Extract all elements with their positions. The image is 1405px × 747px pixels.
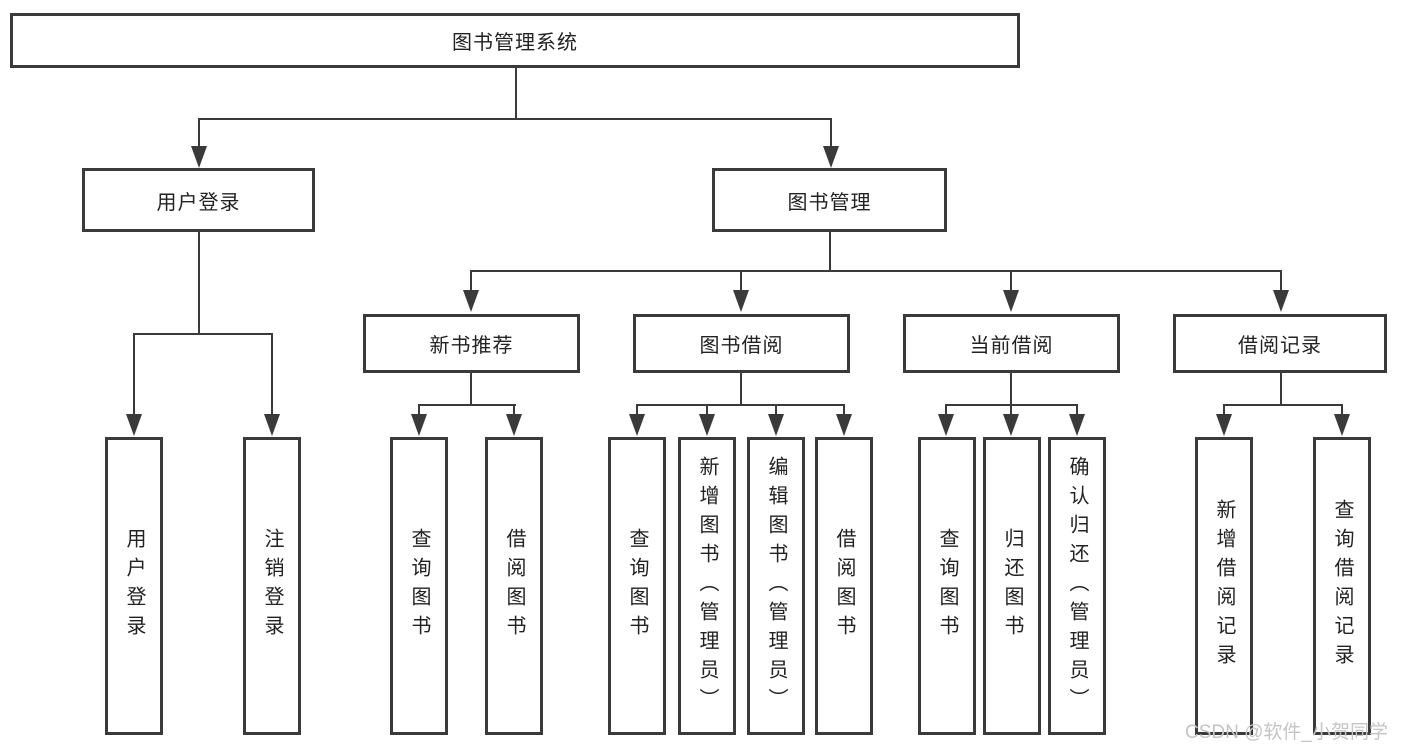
connector-line [470,373,472,406]
arrowhead-icon [938,414,954,436]
node-book-management: 图书管理 [712,168,947,232]
connector-line [636,404,638,416]
arrowhead-icon [1273,290,1289,312]
connector-line [1223,404,1343,406]
connector-line [418,404,516,406]
connector-line [1341,404,1343,416]
connector-line [1010,404,1012,416]
connector-line [515,68,517,120]
leaf-logout-label: 注销登录 [261,528,283,644]
connector-line [829,232,831,272]
arrowhead-icon [823,146,839,168]
leaf-edit-books-admin: 编辑图书（管理员） [747,437,805,735]
leaf-query-books-2: 查询图书 [608,437,666,735]
leaf-borrow-books-1: 借阅图书 [485,437,543,735]
leaf-borrow-books-2-label: 借阅图书 [833,528,855,644]
connector-line [740,373,742,406]
leaf-borrow-books-1-label: 借阅图书 [503,528,525,644]
node-book-borrow-label: 图书借阅 [699,335,784,357]
leaf-add-borrow-record-label: 新增借阅记录 [1213,499,1235,673]
connector-line [198,232,200,335]
connector-line [1280,270,1282,292]
leaf-query-books-3-label: 查询图书 [936,528,958,644]
connector-line [271,333,273,415]
node-borrow-record-label: 借阅记录 [1238,335,1322,357]
connector-line [198,118,200,148]
leaf-add-books-admin-label: 新增图书（管理员） [696,455,718,717]
node-new-book-recommend-label: 新书推荐 [429,335,514,357]
node-book-management-label: 图书管理 [787,191,872,214]
node-current-borrow-label: 当前借阅 [969,335,1054,357]
arrowhead-icon [411,414,427,436]
arrowhead-icon [768,414,784,436]
arrowhead-icon [629,414,645,436]
arrowhead-icon [463,290,479,312]
arrowhead-icon [264,414,280,436]
connector-line [636,404,845,406]
leaf-edit-books-admin-label: 编辑图书（管理员） [765,455,787,717]
leaf-confirm-return-admin-label: 确认归还（管理员） [1066,455,1088,717]
leaf-query-books-2-label: 查询图书 [626,528,648,644]
arrowhead-icon [1334,414,1350,436]
leaf-return-books: 归还图书 [983,437,1041,735]
connector-line [133,333,273,335]
connector-line [1280,373,1282,406]
arrowhead-icon [506,414,522,436]
arrowhead-icon [191,146,207,168]
connector-line [945,404,947,416]
connector-line [1223,404,1225,416]
leaf-confirm-return-admin: 确认归还（管理员） [1048,437,1106,735]
arrowhead-icon [1003,290,1019,312]
arrowhead-icon [1069,414,1085,436]
arrowhead-icon [1003,414,1019,436]
arrowhead-icon [126,414,142,436]
node-current-borrow: 当前借阅 [903,314,1120,373]
leaf-add-borrow-record: 新增借阅记录 [1195,437,1253,735]
connector-line [1010,373,1012,406]
leaf-user-login: 用户登录 [105,437,163,735]
connector-line [470,270,1282,272]
node-user-login-label: 用户登录 [156,191,241,214]
watermark: CSDN @软件_小贺同学 [1185,722,1388,743]
connector-line [198,118,832,120]
leaf-return-books-label: 归还图书 [1001,528,1023,644]
node-book-borrow: 图书借阅 [633,314,850,373]
arrowhead-icon [836,414,852,436]
connector-line [830,118,832,148]
connector-line [706,404,708,416]
node-root: 图书管理系统 [10,13,1020,68]
connector-line [1076,404,1078,416]
node-user-login: 用户登录 [82,168,315,232]
leaf-query-books-3: 查询图书 [918,437,976,735]
leaf-query-books-1-label: 查询图书 [408,528,430,644]
connector-line [513,404,515,416]
leaf-user-login-label: 用户登录 [123,528,145,644]
arrowhead-icon [1216,414,1232,436]
node-root-label: 图书管理系统 [452,32,578,54]
leaf-query-borrow-record-label: 查询借阅记录 [1331,499,1353,673]
leaf-query-books-1: 查询图书 [390,437,448,735]
connector-line [418,404,420,416]
connector-line [843,404,845,416]
arrowhead-icon [733,290,749,312]
leaf-add-books-admin: 新增图书（管理员） [678,437,736,735]
node-new-book-recommend: 新书推荐 [363,314,580,373]
connector-line [1010,270,1012,292]
connector-line [740,270,742,292]
connector-line [470,270,472,292]
connector-line [133,333,135,415]
leaf-logout: 注销登录 [243,437,301,735]
arrowhead-icon [699,414,715,436]
leaf-query-borrow-record: 查询借阅记录 [1313,437,1371,735]
node-borrow-record: 借阅记录 [1173,314,1387,373]
leaf-borrow-books-2: 借阅图书 [815,437,873,735]
connector-line [775,404,777,416]
